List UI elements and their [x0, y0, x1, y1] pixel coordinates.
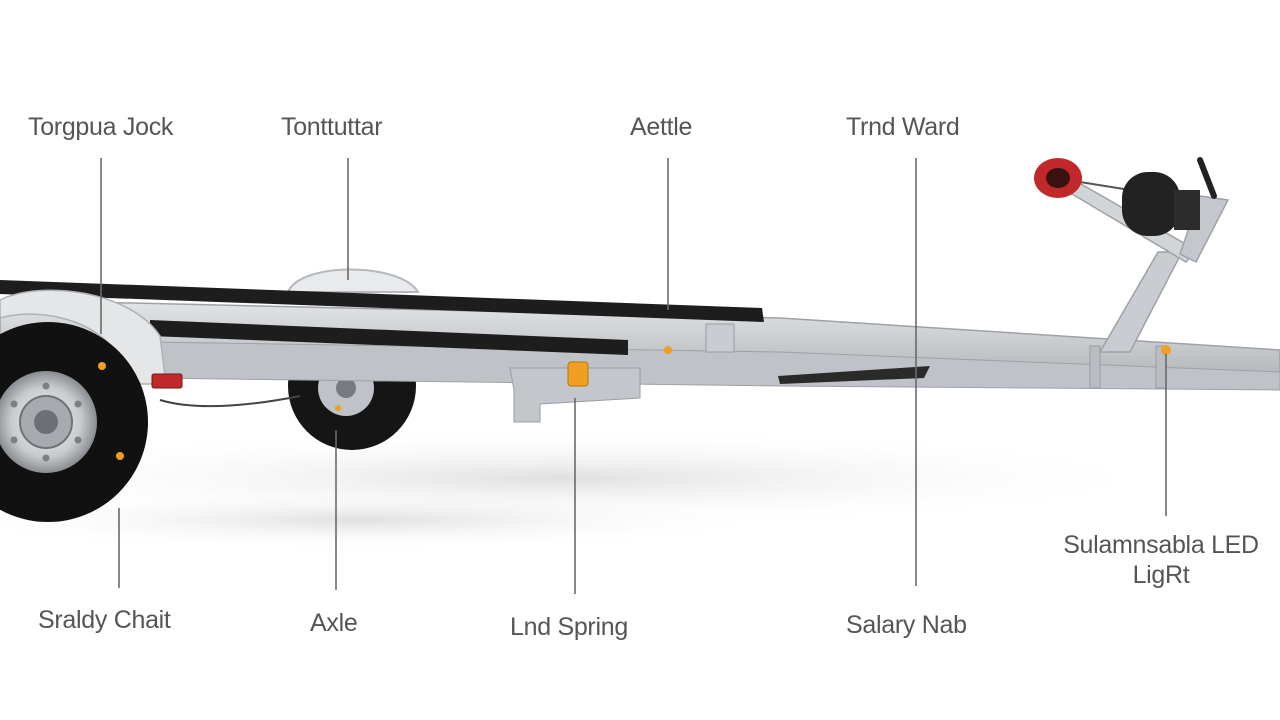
amber-reflectors — [98, 345, 1171, 460]
wiring — [159, 395, 301, 408]
winch — [1122, 157, 1217, 236]
label-safety-hub: Salary Nab — [846, 611, 967, 639]
label-leaf-spring: Lnd Spring — [510, 613, 628, 641]
label-tonttuttar: Tonttuttar — [281, 113, 383, 141]
label-safety-chain: Sraldy Chait — [38, 606, 171, 634]
label-submersible-led-line2: LigRt — [1132, 561, 1190, 589]
ground-shadow — [0, 430, 1180, 550]
bow-roller — [1034, 158, 1082, 198]
leader-lines — [100, 158, 1167, 594]
label-trand-ward: Trnd Ward — [846, 113, 960, 141]
bunk-boards — [0, 280, 764, 355]
tail-light — [151, 373, 183, 389]
label-axle-bottom: Axle — [310, 609, 358, 637]
label-submersible-led-light: Sulamnsabla LED LigRt — [1044, 530, 1278, 590]
label-submersible-led-line1: Sulamnsabla LED — [1063, 531, 1259, 559]
label-axle-top: Aettle — [630, 113, 693, 141]
label-tongue-jack: Torgpua Jock — [28, 113, 174, 141]
trailer-frame — [0, 299, 1280, 423]
front-wheel — [0, 322, 148, 522]
